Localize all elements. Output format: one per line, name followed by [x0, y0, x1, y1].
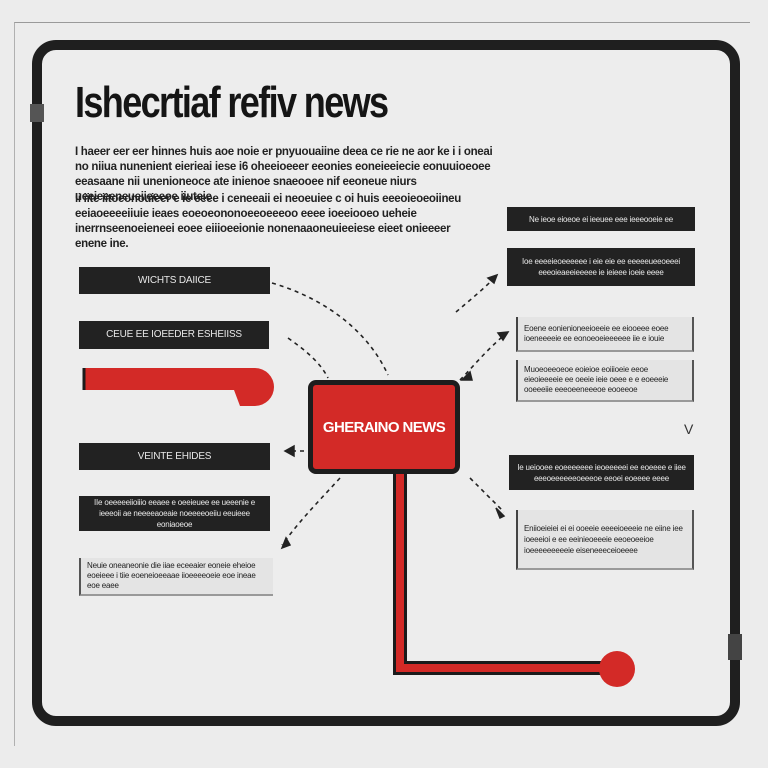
red-trunk-line — [396, 474, 612, 672]
right-box-2: Ioe eeeeieoeeeeee i eie eie ee eeeeeueeo… — [507, 248, 695, 286]
arrowhead-4 — [280, 536, 292, 550]
intro-paragraph-1: I haeer eer eer hinnes huis aoe noie er … — [75, 146, 493, 203]
arrowhead-1 — [486, 273, 499, 285]
intro-paragraph-2: ii iite iitoeonouieer e ie eeee i ceneea… — [75, 193, 461, 250]
connector-4 — [281, 477, 341, 546]
left-box-1: WICHTS DAIICE — [79, 267, 270, 294]
left-box-2-label: CEUE EE IOEEDER ESHEIISS — [106, 329, 242, 340]
right-box-1: Ne ieoe eioeoe ei ieeuee eee ieeeooeie e… — [507, 207, 695, 231]
left-box-4-label: IIe oeeeeeiioiiio eeaee e oeeieuee ee ue… — [94, 498, 255, 529]
connector-6 — [459, 331, 509, 381]
right-box-3: Eoene eonienioneeioeeie ee eiooeee eoee … — [516, 317, 694, 352]
frame-tab-left — [30, 104, 44, 122]
arrowhead-6 — [460, 370, 473, 381]
right-box-2-label: Ioe eeeeieoeeeeee i eie eie ee eeeeeueeo… — [521, 257, 681, 277]
hub-node: GHERAINO NEWS — [308, 380, 460, 474]
left-box-2: CEUE EE IOEEDER ESHEIISS — [79, 321, 269, 349]
right-box-6: Eniioeieiei ei ei ooeeie eeeeioeeeie ne … — [516, 510, 694, 570]
outer-border-line — [14, 22, 750, 746]
connector-1 — [271, 282, 389, 376]
headline: Ishecrtiaf refiv news — [75, 78, 389, 127]
connector-2 — [287, 337, 329, 379]
hub-label: GHERAINO NEWS — [322, 418, 446, 436]
right-box-1-label: Ne ieoe eioeoe ei ieeuee eee ieeeooeie e… — [529, 214, 673, 224]
left-box-5: Neuie oneaneonie die iiae eceeaier eonei… — [79, 558, 273, 596]
red-left-capsule — [84, 368, 274, 406]
stray-mark: V — [684, 421, 694, 437]
right-box-3-label: Eoene eonienioneeioeeie ee eiooeee eoee … — [524, 323, 669, 343]
left-box-3: VEINTE EHIDES — [79, 443, 270, 470]
left-box-5-label: Neuie oneaneonie die iiae eceeaier eonei… — [87, 561, 256, 590]
left-box-4: IIe oeeeeeiioiiio eeaee e oeeieuee ee ue… — [79, 496, 270, 531]
right-box-5: Ie ueiooee eoeeeeeee ieoeeeeei ee eoeeee… — [509, 455, 694, 490]
right-box-5-label: Ie ueiooee eoeeeeeee ieoeeeeei ee eoeeee… — [517, 462, 686, 483]
trunk-shadow — [393, 474, 612, 675]
arrowhead-5 — [283, 444, 295, 458]
red-end-dot — [599, 651, 635, 687]
frame-tab-right — [728, 634, 742, 660]
right-box-4: Muoeoeeoeoe eoieioe eoiiioeie eeoe eieoi… — [516, 360, 694, 402]
connector-7 — [469, 477, 505, 513]
right-box-6-label: Eniioeieiei ei ei ooeeie eeeeioeeeie ne … — [524, 523, 683, 555]
arrowhead-3 — [495, 507, 506, 520]
left-box-3-label: VEINTE EHIDES — [137, 450, 212, 462]
right-box-4-label: Muoeoeeoeoe eoieioe eoiiioeie eeoe eieoi… — [524, 365, 669, 394]
left-box-1-label: WICHTS DAIICE — [138, 274, 211, 286]
arrowhead-2 — [496, 331, 510, 342]
